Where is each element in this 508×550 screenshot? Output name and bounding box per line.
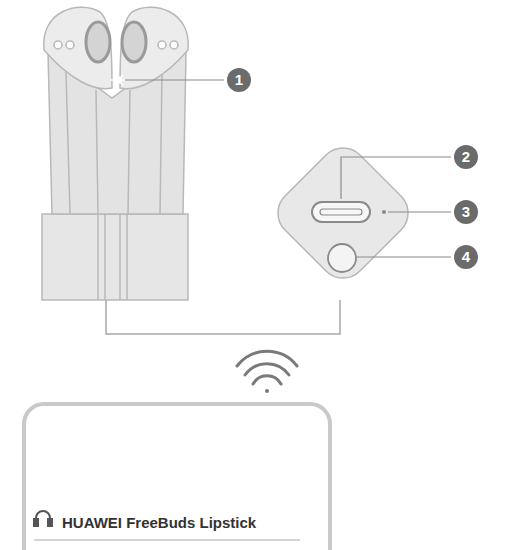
sleeve-line: [126, 214, 128, 300]
case-body: [48, 52, 186, 214]
earbud-sensor: [158, 41, 166, 49]
sleeve-line: [104, 214, 106, 300]
case-line: [160, 72, 162, 214]
leader-line: [125, 79, 224, 80]
left-earbud: [44, 7, 112, 89]
view-bracket: [106, 300, 340, 334]
sleeve-line: [97, 214, 99, 300]
leader-line: [388, 211, 451, 212]
usb-c-port: [312, 202, 370, 222]
function-button: [328, 244, 356, 272]
headphone-icon: [34, 511, 52, 526]
list-divider: [34, 539, 300, 541]
wireless-signal: [237, 351, 297, 393]
case-sleeve: [42, 214, 188, 300]
leader-line: [341, 157, 451, 199]
case-line: [66, 72, 70, 214]
earbud-speaker: [122, 22, 146, 62]
microphone-hole: [382, 210, 386, 214]
case-line: [128, 90, 130, 214]
earbud-speaker: [86, 22, 110, 62]
earbud-sensor: [54, 41, 62, 49]
case-line: [96, 90, 98, 214]
device-name: HUAWEI FreeBuds Lipstick: [62, 514, 256, 531]
case-bottom-view: [268, 138, 418, 288]
sleeve-line: [119, 214, 121, 300]
right-earbud: [120, 7, 188, 89]
leader-line: [357, 256, 451, 257]
callout-number: 1: [227, 68, 251, 92]
earbud-sensor: [66, 41, 74, 49]
earbud-sensor: [170, 41, 178, 49]
usb-c-tongue: [320, 209, 362, 215]
callout-number: 4: [454, 245, 478, 269]
phone-screen: HUAWEI FreeBuds Lipstick: [22, 402, 332, 550]
callout-number: 2: [454, 145, 478, 169]
callout-number: 3: [454, 200, 478, 224]
indicator-light: [111, 73, 125, 87]
